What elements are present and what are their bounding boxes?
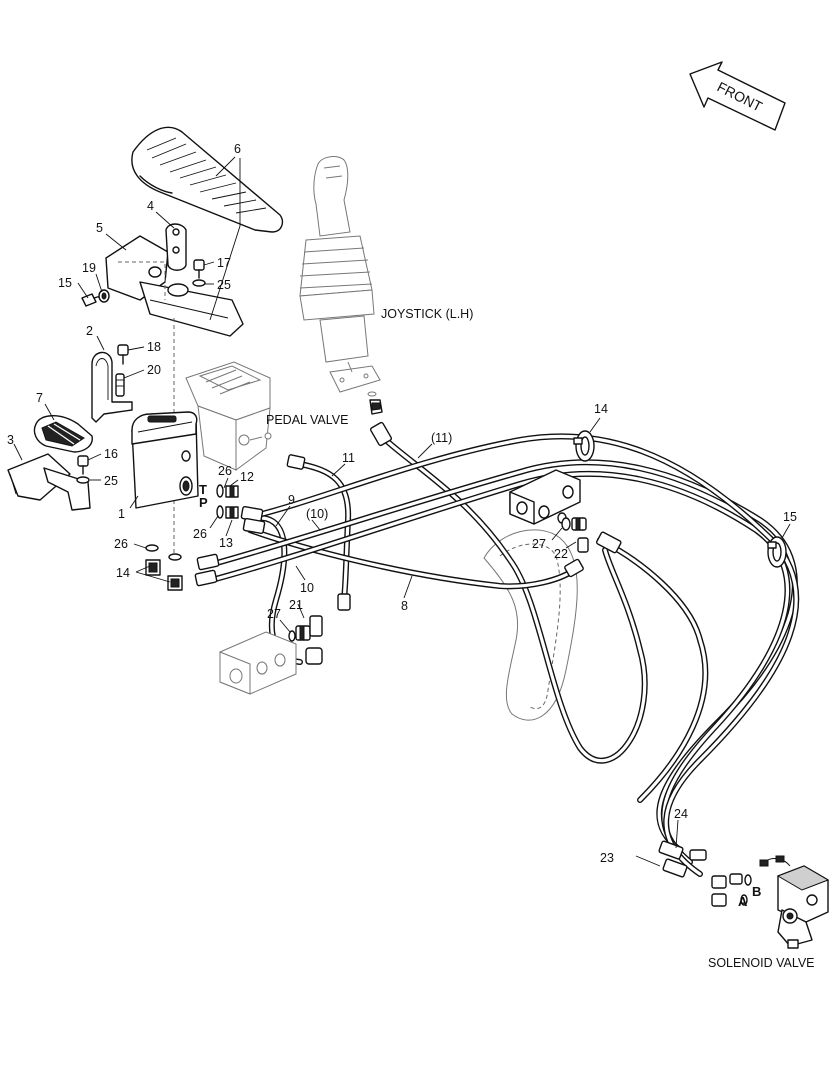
front-arrow-label: FRONT	[715, 78, 766, 114]
callout-7: 7	[36, 391, 43, 405]
callout-14-right: 15	[783, 510, 797, 524]
port-t-label: T	[199, 482, 207, 497]
callout-27-top: 27	[532, 537, 546, 551]
callout-11: (10)	[306, 507, 328, 521]
clamp-part-14-left	[573, 430, 595, 462]
hoses	[203, 433, 800, 877]
callout-6: 6	[234, 142, 241, 156]
port-a-label: A	[738, 894, 748, 909]
pedal-valve-body-part-1	[131, 411, 199, 509]
callout-21: 17	[217, 256, 231, 270]
oring-part-26-lower	[145, 544, 159, 552]
callout-20: 16	[104, 447, 118, 461]
bolt-part-20	[77, 455, 89, 475]
bracket-part-2	[91, 351, 133, 423]
solenoid-valve-label: SOLENOID VALVE	[708, 956, 815, 970]
callout-24: 20	[147, 363, 161, 377]
port-block-bottom	[219, 631, 297, 695]
callout-16: 14	[116, 566, 130, 580]
front-arrow: FRONT	[689, 61, 786, 131]
hose-fittings	[194, 421, 688, 878]
solenoid-valve	[759, 855, 830, 949]
bolt-part-19	[81, 293, 105, 307]
callout-25-top: 25	[217, 278, 231, 292]
callout-22: 18	[147, 340, 161, 354]
callout-10: 10	[300, 581, 314, 595]
washer-part-25-bottom	[76, 476, 90, 484]
callout-26-lower: 26	[114, 537, 128, 551]
callout-23: 19	[82, 261, 96, 275]
callout-26-upper: 26	[218, 464, 232, 478]
pedal-part-6	[131, 126, 284, 233]
solenoid-fittings	[689, 849, 752, 907]
callout-15-lower: 13	[219, 536, 233, 550]
callout-8: 8	[401, 599, 408, 613]
callout-25-bottom: 25	[104, 474, 118, 488]
callout-11-paren: 23	[600, 851, 614, 865]
pedal-valve	[185, 361, 272, 471]
fitting-part-17	[288, 615, 323, 665]
callout-19: 15	[58, 276, 72, 290]
callouts: 6 4 5 19 15 17 25 2 18 20 7 3 16 25 1 26…	[7, 142, 797, 865]
fitting-part-16	[145, 559, 183, 591]
bracket-part-5	[105, 235, 244, 337]
washer-part-25-top	[192, 279, 206, 287]
bolt-part-22	[117, 344, 129, 365]
callout-1: 1	[118, 507, 125, 521]
callout-13: (11)	[431, 431, 452, 445]
callout-12: 11	[342, 451, 355, 465]
joystick	[299, 156, 383, 415]
bolt-part-21	[193, 259, 205, 279]
callout-5: 5	[96, 221, 103, 235]
callout-10-paren: 24	[674, 807, 688, 821]
callout-4: 4	[147, 199, 154, 213]
callout-27-bottom: 27	[267, 607, 281, 621]
fitting-part-15	[216, 484, 239, 519]
callout-26-mid: 26	[193, 527, 207, 541]
callout-14-left: 14	[594, 402, 608, 416]
port-block-top	[509, 469, 581, 525]
port-p-label: P	[199, 495, 208, 510]
pedal-valve-label: PEDAL VALVE	[266, 413, 348, 427]
joystick-label: JOYSTICK (L.H)	[381, 307, 473, 321]
washer-part-23	[98, 289, 110, 303]
oring-part-26-lower2	[168, 553, 182, 561]
clamp-part-14-right	[767, 536, 787, 568]
port-b-label: B	[752, 884, 761, 899]
callout-2: 2	[86, 324, 93, 338]
pedal-part-7	[33, 415, 93, 453]
leader-lines	[13, 156, 791, 867]
fitting-part-18	[561, 517, 589, 553]
callout-15-upper: 12	[240, 470, 254, 484]
callout-17: 21	[289, 598, 303, 612]
callout-3: 3	[7, 433, 14, 447]
bracket-part-4	[165, 223, 187, 271]
callout-9: 9	[288, 493, 295, 507]
callout-18: 22	[554, 547, 568, 561]
